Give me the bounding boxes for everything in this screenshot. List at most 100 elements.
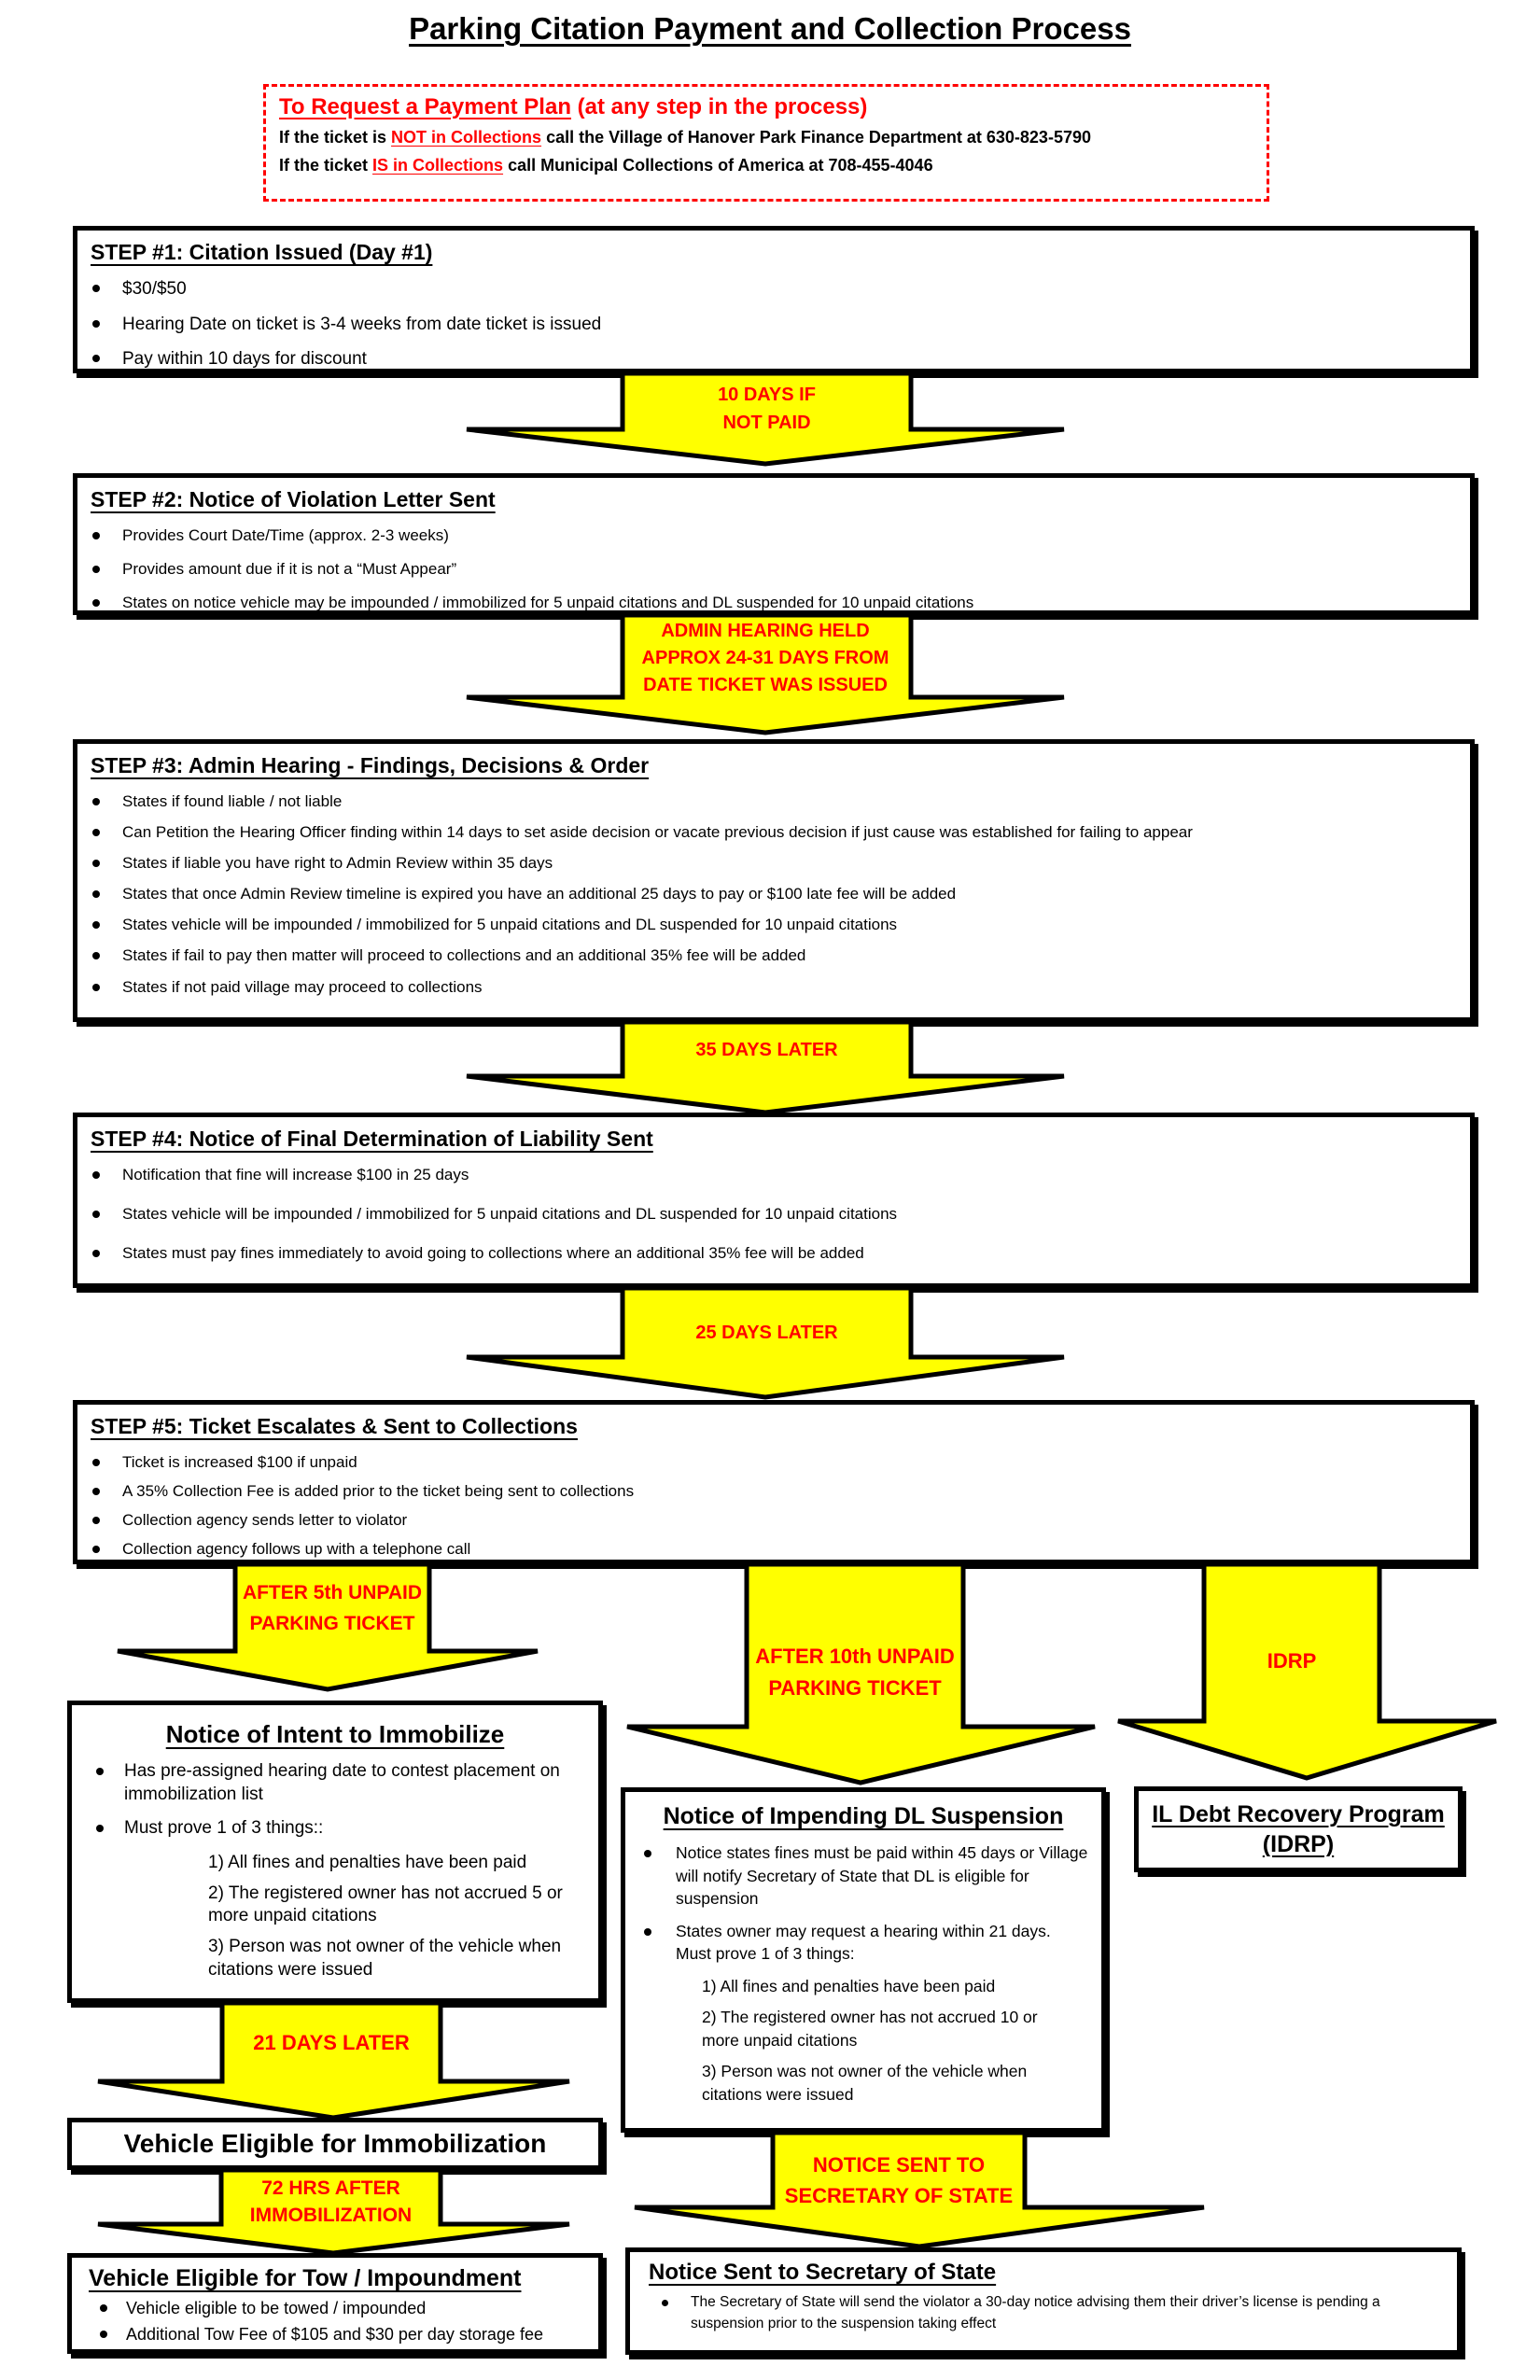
connector-label-line: 10 DAYS IF	[718, 385, 816, 405]
connector-label: 35 DAYS LATER	[623, 1037, 911, 1063]
connector-label: IDRP	[1204, 1646, 1379, 1676]
bullet-item: States that once Admin Review timeline i…	[77, 884, 1470, 904]
bullet-item: Provides amount due if it is not a “Must…	[77, 559, 1470, 580]
connector-label-line: NOTICE SENT TO	[812, 2153, 986, 2177]
connector-notice-sent-secretary-of-state: NOTICE SENT TO SECRETARY OF STATE	[634, 2130, 1205, 2249]
down-arrow-icon	[466, 612, 1065, 735]
bullet-dot-icon	[96, 1768, 104, 1775]
vehicle-eligible-tow-box: Vehicle Eligible for Tow / Impoundment V…	[67, 2253, 603, 2354]
connector-label-line: SECRETARY OF STATE	[784, 2184, 1014, 2207]
connector-label-line: IDRP	[1267, 1649, 1317, 1673]
connector-admin-hearing-held: ADMIN HEARING HELD APPROX 24-31 DAYS FRO…	[466, 612, 1065, 735]
bullet-item: States on notice vehicle may be impounde…	[77, 593, 1470, 613]
payment-plan-line-in-collections: If the ticket IS in Collections call Mun…	[279, 156, 933, 175]
bullet-dot-icon	[92, 319, 100, 328]
bullet-dot-icon	[644, 1927, 651, 1936]
bullet-item: States if fail to pay then matter will p…	[77, 945, 1470, 966]
bullet-item: Notice states fines must be paid within …	[637, 1841, 1090, 1911]
payment-plan-line-not-in-collections: If the ticket is NOT in Collections call…	[279, 128, 1091, 147]
connector-label-line: AFTER 10th UNPAID	[755, 1645, 955, 1668]
bullet-text: 2) The registered owner has not accrued …	[208, 1883, 563, 1926]
bullet-text: 2) The registered owner has not accrued …	[702, 2008, 1038, 2050]
bullet-text: 3) Person was not owner of the vehicle w…	[208, 1937, 562, 1980]
bullet-dot-icon	[662, 2300, 668, 2306]
bullet-text: Notice states fines must be paid within …	[676, 1843, 1088, 1908]
bullet-item: The Secretary of State will send the vio…	[637, 2291, 1449, 2335]
connector-label-line: PARKING TICKET	[768, 1676, 942, 1700]
bullet-text: States owner may request a hearing withi…	[676, 1921, 1051, 1964]
step-1-box: STEP #1: Citation Issued (Day #1) $30/$5…	[73, 226, 1475, 373]
down-arrow-icon	[466, 1019, 1065, 1115]
notice-intent-immobilize-bullets: Has pre-assigned hearing date to contest…	[87, 1760, 583, 1982]
vehicle-eligible-tow-title: Vehicle Eligible for Tow / Impoundment	[89, 2265, 522, 2291]
connector-72-hrs-after-immobilization: 72 HRS AFTER IMMOBILIZATION	[97, 2167, 570, 2256]
bullet-text: The Secretary of State will send the vio…	[691, 2294, 1380, 2332]
connector-label-line: 35 DAYS LATER	[695, 1040, 838, 1060]
down-arrow-icon	[634, 2130, 1205, 2249]
connector-label: 10 DAYS IF NOT PAID	[623, 381, 911, 437]
bullet-text: States vehicle will be impounded / immob…	[122, 1205, 898, 1224]
bullet-item: Can Petition the Hearing Officer finding…	[77, 822, 1470, 843]
step-4-bullets: Notification that fine will increase $10…	[77, 1165, 1470, 1264]
notice-intent-immobilize-box: Notice of Intent to Immobilize Has pre-a…	[67, 1701, 603, 2003]
step-3-box: STEP #3: Admin Hearing - Findings, Decis…	[73, 739, 1475, 1022]
bullet-dot-icon	[92, 1459, 100, 1466]
payment-plan-box: To Request a Payment Plan (at any step i…	[263, 84, 1269, 202]
bullet-item: Collection agency sends letter to violat…	[77, 1510, 1470, 1531]
bullet-text: A 35% Collection Fee is added prior to t…	[122, 1482, 635, 1501]
connector-after-5th-unpaid-ticket: AFTER 5th UNPAID PARKING TICKET	[117, 1561, 539, 1692]
bullet-item: Collection agency follows up with a tele…	[77, 1539, 1470, 1560]
bullet-text: 1) All fines and penalties have been pai…	[208, 1853, 527, 1873]
bullet-item: Vehicle eligible to be towed / impounded	[77, 2298, 593, 2319]
connector-35-days-later: 35 DAYS LATER	[466, 1019, 1065, 1115]
bullet-text: Has pre-assigned hearing date to contest…	[124, 1761, 560, 1804]
bullet-item: $30/$50	[77, 278, 1470, 301]
connector-label-line: 21 DAYS LATER	[253, 2031, 410, 2054]
bullet-text: 1) All fines and penalties have been pai…	[702, 1976, 996, 1995]
bullet-dot-icon	[644, 1850, 651, 1857]
bullet-text: Additional Tow Fee of $105 and $30 per d…	[126, 2325, 543, 2345]
down-arrow-icon	[97, 2167, 570, 2256]
connector-idrp: IDRP	[1117, 1561, 1497, 1781]
bullet-dot-icon	[92, 1546, 100, 1554]
bullet-text: States vehicle will be impounded / immob…	[122, 916, 898, 934]
bullet-dot-icon	[92, 798, 100, 805]
bullet-text: Pay within 10 days for discount	[122, 349, 367, 370]
bullet-dot-icon	[92, 1171, 100, 1179]
bullet-text: States if found liable / not liable	[122, 792, 343, 810]
numbered-item: 1) All fines and penalties have been pai…	[702, 1975, 1075, 1998]
bullet-dot-icon	[92, 1517, 100, 1525]
vehicle-eligible-immobilization-title: Vehicle Eligible for Immobilization	[123, 2129, 547, 2158]
notice-impending-dl-suspension-title: Notice of Impending DL Suspension	[663, 1803, 1064, 1829]
bullet-dot-icon	[92, 952, 100, 960]
connector-after-10th-unpaid-ticket: AFTER 10th UNPAID PARKING TICKET	[626, 1561, 1096, 1785]
step-2-title: STEP #2: Notice of Violation Letter Sent	[91, 487, 496, 511]
bullet-item: Has pre-assigned hearing date to contest…	[87, 1760, 583, 1806]
connector-label: 72 HRS AFTER IMMOBILIZATION	[221, 2175, 441, 2229]
step-2-box: STEP #2: Notice of Violation Letter Sent…	[73, 473, 1475, 615]
numbered-item: 3) Person was not owner of the vehicle w…	[702, 2060, 1075, 2106]
step-3-title: STEP #3: Admin Hearing - Findings, Decis…	[91, 753, 650, 777]
connector-label-line: ADMIN HEARING HELD	[661, 621, 870, 641]
bullet-text: States on notice vehicle may be impounde…	[122, 594, 974, 612]
bullet-item: Additional Tow Fee of $105 and $30 per d…	[77, 2324, 593, 2345]
connector-21-days-later: 21 DAYS LATER	[97, 2000, 570, 2121]
connector-label: ADMIN HEARING HELD APPROX 24-31 DAYS FRO…	[607, 618, 924, 699]
bullet-text: Hearing Date on ticket is 3-4 weeks from…	[122, 314, 602, 334]
bullet-item: States vehicle will be impounded / immob…	[77, 1204, 1470, 1225]
bullet-item: Notification that fine will increase $10…	[77, 1165, 1470, 1185]
connector-label: NOTICE SENT TO SECRETARY OF STATE	[773, 2149, 1025, 2211]
connector-label-line: PARKING TICKET	[249, 1613, 415, 1634]
bullet-item: Provides Court Date/Time (approx. 2-3 we…	[77, 525, 1470, 546]
step-5-title: STEP #5: Ticket Escalates & Sent to Coll…	[91, 1414, 578, 1438]
down-arrow-icon	[466, 1285, 1065, 1400]
bullet-text: $30/$50	[122, 279, 187, 299]
step-5-box: STEP #5: Ticket Escalates & Sent to Coll…	[73, 1400, 1475, 1564]
down-arrow-icon	[466, 371, 1065, 467]
bullet-item: States if not paid village may proceed t…	[77, 977, 1470, 998]
connector-25-days-later: 25 DAYS LATER	[466, 1285, 1065, 1400]
bullet-item: States must pay fines immediately to avo…	[77, 1243, 1470, 1264]
numbered-item: 2) The registered owner has not accrued …	[208, 1883, 583, 1928]
